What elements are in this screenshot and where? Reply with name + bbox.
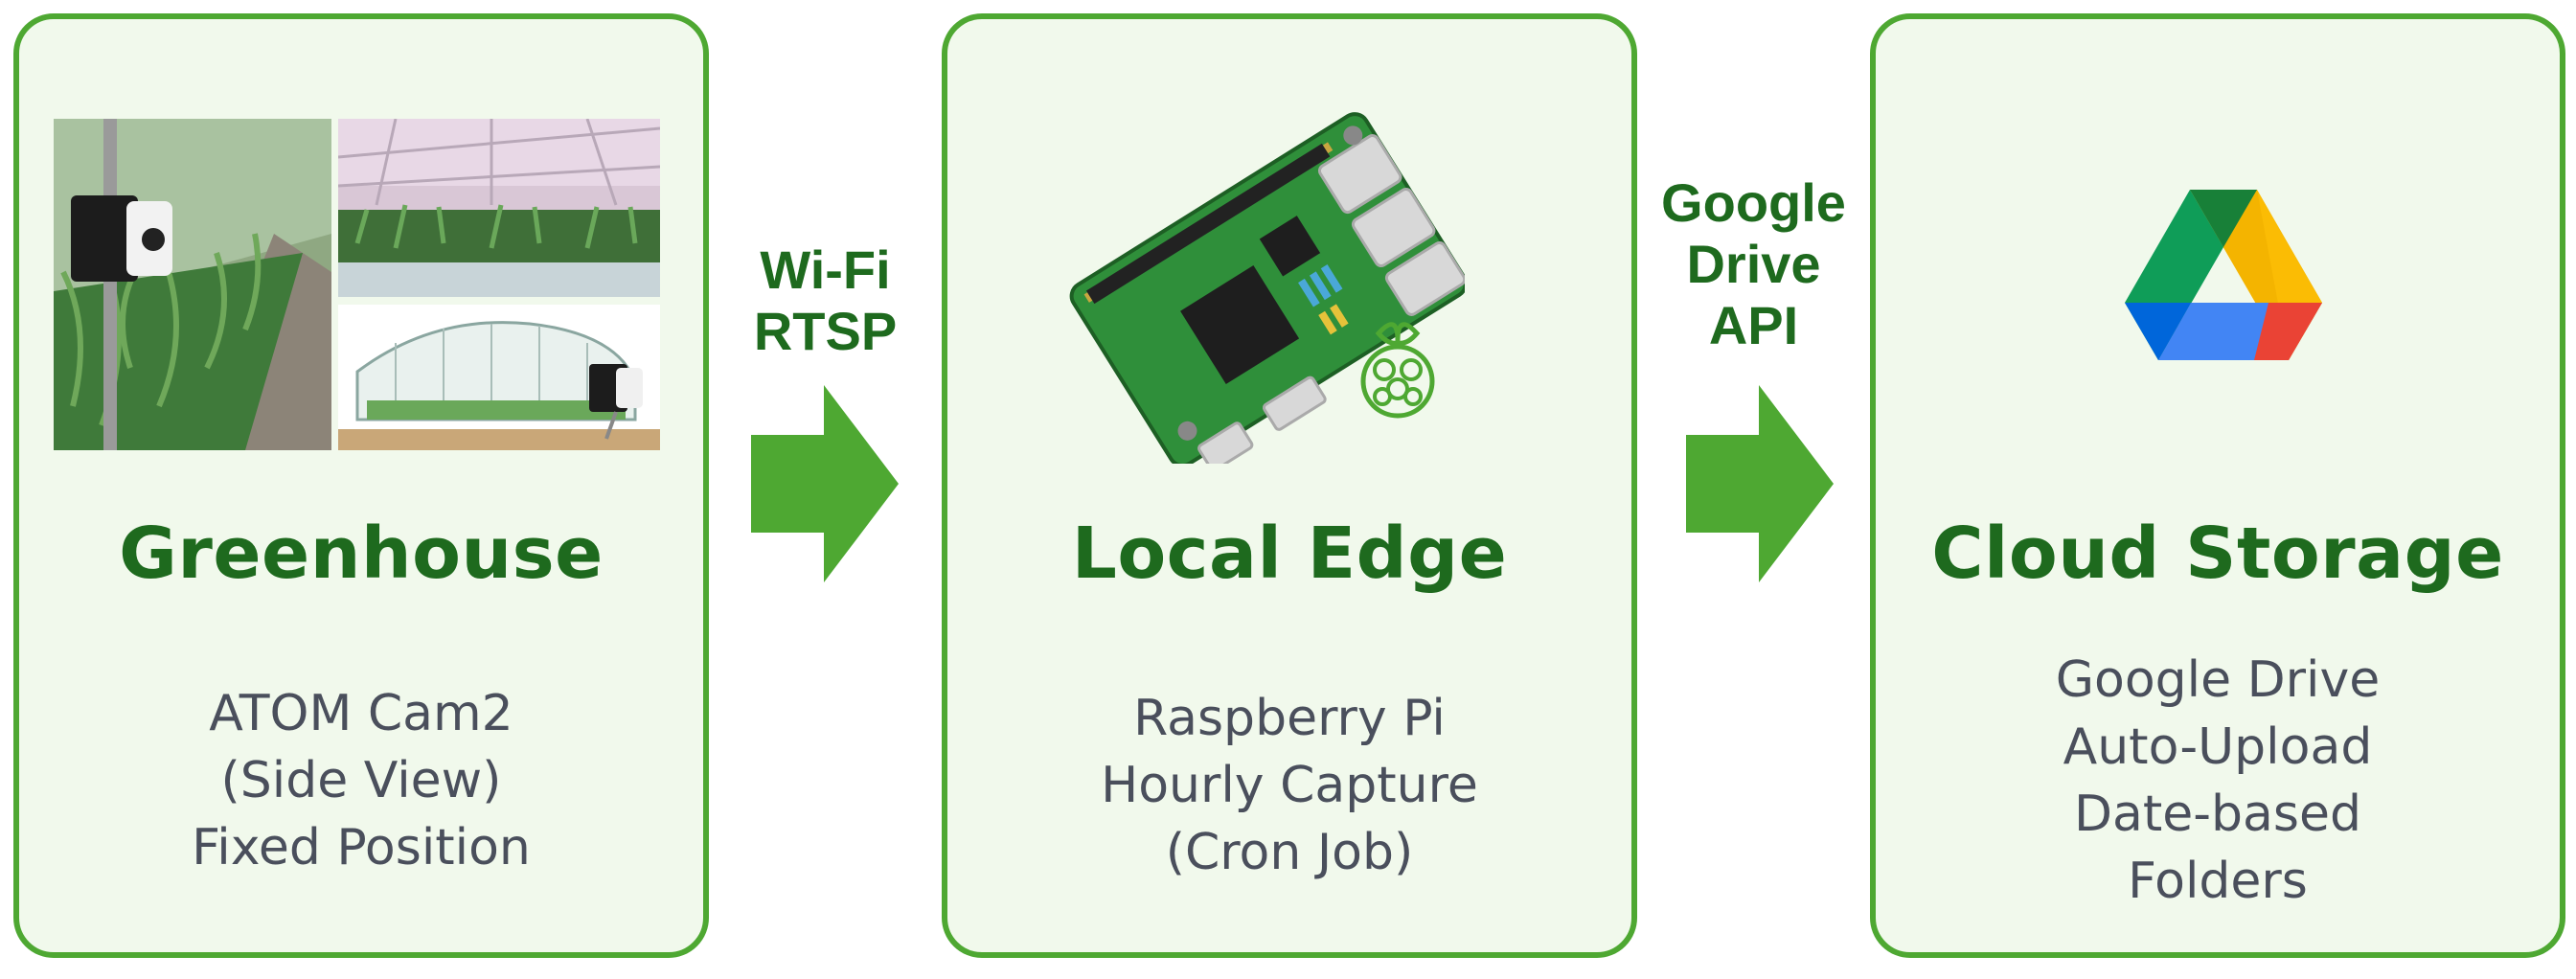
local-edge-panel: Local Edge Raspberry Pi Hourly Capture (… <box>942 13 1637 958</box>
arrow-label: Google Drive API <box>1637 172 1870 356</box>
description-line: Date-based <box>2073 785 2361 843</box>
description-line: (Cron Job) <box>1165 824 1414 881</box>
panel-description: ATOM Cam2 (Side View) Fixed Position <box>19 680 703 881</box>
cloud-storage-panel: Cloud Storage Google Drive Auto-Upload D… <box>1870 13 2565 958</box>
description-line: Hourly Capture <box>1101 757 1478 814</box>
arrow-label: Wi-Fi RTSP <box>709 239 942 362</box>
panel-title: Local Edge <box>1071 512 1508 595</box>
description-line: Auto-Upload <box>2063 718 2373 776</box>
greenhouse-interior-photo <box>338 119 660 297</box>
description-line: Raspberry Pi <box>1133 690 1446 747</box>
greenhouse-illustration <box>338 305 660 450</box>
raspberry-logo-icon <box>1360 322 1435 419</box>
description-line: ATOM Cam2 <box>209 685 513 742</box>
right-arrow-icon <box>1686 385 1834 582</box>
description-line: (Side View) <box>220 752 502 809</box>
description-line: Folders <box>2128 853 2308 910</box>
arrow-label-line: Wi-Fi <box>760 239 891 300</box>
panel-description: Google Drive Auto-Upload Date-based Fold… <box>1876 647 2560 915</box>
panel-description: Raspberry Pi Hourly Capture (Cron Job) <box>947 685 1631 886</box>
description-line: Google Drive <box>2055 651 2381 709</box>
greenhouse-panel: Greenhouse ATOM Cam2 (Side View) Fixed P… <box>13 13 709 958</box>
arrow-label-line: API <box>1708 295 1799 355</box>
arrow-label-line: Google <box>1661 172 1846 233</box>
panel-title: Greenhouse <box>119 512 604 595</box>
arrow-label-line: Drive <box>1686 234 1821 294</box>
description-line: Fixed Position <box>192 819 531 877</box>
google-drive-icon <box>2125 190 2322 360</box>
raspberry-pi-board-icon <box>1069 112 1465 464</box>
camera-mount-photo <box>54 119 331 450</box>
panel-title: Cloud Storage <box>1931 512 2504 595</box>
arrow-label-line: RTSP <box>753 301 898 361</box>
right-arrow-icon <box>751 385 899 582</box>
